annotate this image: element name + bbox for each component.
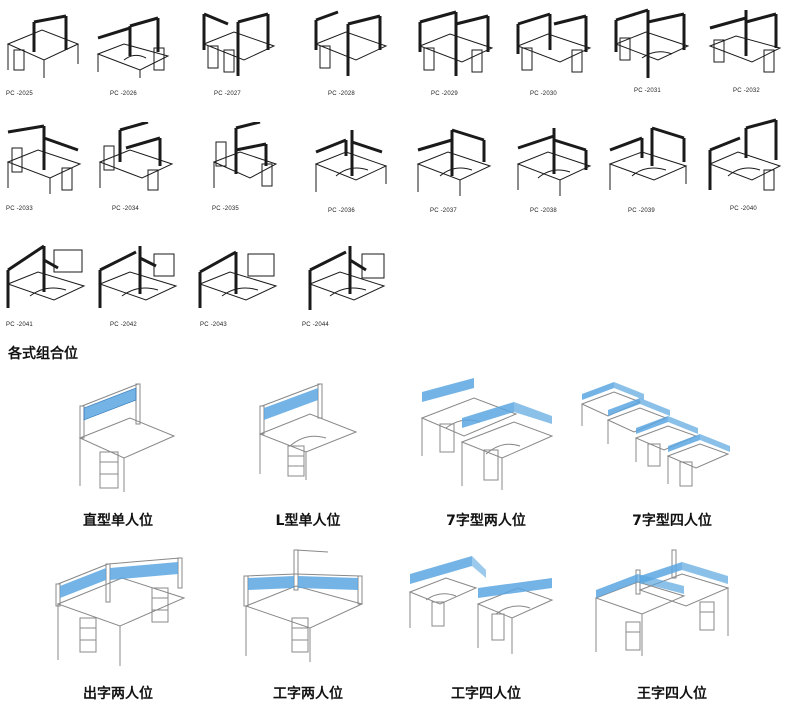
workstation-drawing (418, 10, 494, 76)
workstation-illustration (243, 549, 364, 662)
combo-gong-double (238, 546, 368, 671)
combo-7-double (416, 378, 556, 499)
model-pc-2027 (198, 10, 278, 80)
workstation-drawing (6, 244, 86, 308)
workstation-drawing (308, 246, 386, 310)
model-pc-2026 (94, 14, 172, 80)
workstation-drawing (6, 14, 80, 78)
combo-label: 直型单人位 (83, 513, 153, 529)
model-code: PC -2033 (6, 206, 33, 212)
workstation-drawing (708, 10, 782, 73)
model-pc-2028 (312, 10, 390, 80)
model-pc-2033 (4, 122, 84, 198)
combo-label: 7字型两人位 (446, 513, 526, 529)
model-code: PC -2040 (730, 206, 757, 212)
workstation-illustration (420, 378, 554, 490)
model-pc-2043 (196, 244, 280, 314)
model-pc-2040 (706, 118, 784, 198)
model-code: PC -2032 (733, 88, 760, 94)
model-pc-2042 (96, 242, 180, 314)
model-code: PC -2030 (530, 91, 557, 97)
model-code: PC -2035 (212, 206, 239, 212)
model-code: PC -2043 (200, 322, 227, 328)
workstation-drawing (314, 130, 388, 192)
model-code: PC -2028 (328, 91, 355, 97)
workstation-drawing (96, 16, 170, 78)
section-title: 各式组合位 (8, 346, 78, 362)
model-code: PC -2034 (112, 206, 139, 212)
workstation-illustration (580, 382, 730, 487)
model-code: PC -2025 (6, 91, 33, 97)
model-code: PC -2026 (110, 91, 137, 97)
workstation-illustration (55, 557, 186, 666)
model-pc-2032 (706, 8, 784, 80)
model-pc-2036 (312, 126, 390, 198)
workstation-drawing (6, 124, 82, 194)
model-code: PC -2041 (6, 322, 33, 328)
combo-label: 工字四人位 (451, 686, 521, 702)
combo-label: 出字两人位 (83, 686, 153, 702)
model-pc-2039 (606, 124, 690, 198)
workstation-drawing (212, 122, 278, 188)
workstation-drawing (516, 128, 592, 196)
model-pc-2030 (514, 10, 594, 80)
model-pc-2034 (96, 122, 176, 198)
combo-chu-double (52, 548, 188, 675)
workstation-drawing (516, 12, 592, 73)
workstation-illustration (594, 549, 730, 656)
combo-label: 王字四人位 (637, 686, 707, 702)
workstation-drawing (98, 246, 178, 308)
model-pc-2031 (612, 8, 692, 80)
model-code: PC -2038 (530, 208, 557, 214)
combo-wang-quad (592, 546, 732, 667)
workstation-drawing (98, 122, 174, 191)
model-pc-2038 (514, 126, 594, 198)
combo-label: L型单人位 (275, 513, 341, 529)
workstation-drawing (708, 118, 782, 191)
combo-straight-single (70, 378, 180, 499)
model-pc-2029 (416, 10, 496, 80)
workstation-drawing (416, 128, 492, 196)
workstation-drawing (314, 10, 388, 76)
combo-gong-quad (406, 548, 556, 663)
workstation-drawing (608, 126, 688, 190)
combo-7-quad (578, 380, 748, 497)
combo-l-single (250, 380, 360, 489)
workstation-drawing (198, 250, 278, 308)
model-pc-2044 (304, 242, 388, 314)
combo-label: 7字型四人位 (632, 513, 712, 529)
model-code: PC -2044 (302, 322, 329, 328)
workstation-drawing (614, 8, 690, 78)
combo-label: 工字两人位 (273, 686, 343, 702)
model-code: PC -2027 (214, 91, 241, 97)
workstation-illustration (408, 556, 554, 654)
workstation-illustration (78, 383, 176, 492)
model-pc-2037 (414, 126, 494, 198)
workstation-illustration (258, 383, 358, 480)
model-pc-2025 (4, 14, 82, 80)
model-pc-2035 (200, 122, 280, 198)
model-code: PC -2029 (431, 91, 458, 97)
workstation-drawing (202, 12, 276, 76)
model-code: PC -2042 (110, 322, 137, 328)
model-code: PC -2039 (628, 208, 655, 214)
model-code: PC -2036 (328, 208, 355, 214)
model-code: PC -2031 (634, 88, 661, 94)
model-code: PC -2037 (430, 208, 457, 214)
model-pc-2041 (4, 242, 88, 314)
